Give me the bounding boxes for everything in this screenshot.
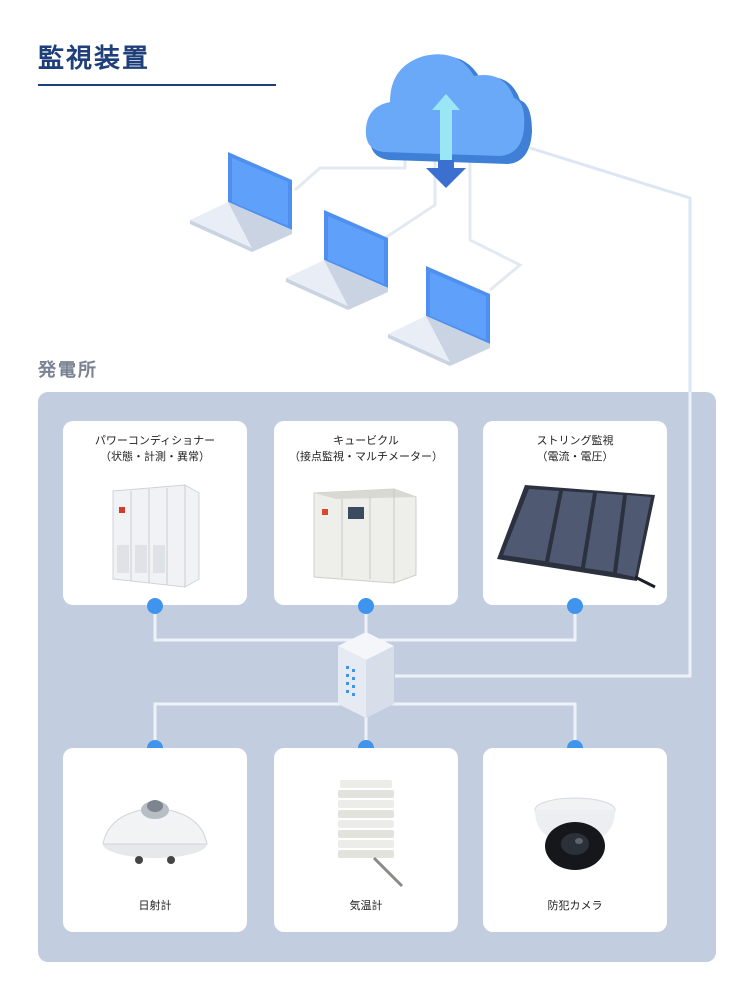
device-card-cubicle: キュービクル （接点監視・マルチメーター） <box>274 421 458 605</box>
device-sublabel: （電流・電圧） <box>536 450 614 463</box>
laptop-icon <box>190 152 292 252</box>
connector-dot <box>358 598 374 614</box>
device-sublabel: （状態・計測・異常） <box>100 450 210 463</box>
security-camera-icon <box>534 797 616 870</box>
device-label: パワーコンディショナー <box>94 434 216 447</box>
page-title: 監視装置 <box>38 44 151 74</box>
connector-dot <box>567 598 583 614</box>
title-underline <box>38 84 276 86</box>
device-card-power-conditioner: パワーコンディショナー （状態・計測・異常） <box>63 421 247 605</box>
device-card-thermometer: 気温計 <box>274 748 458 932</box>
thermometer-shelter-icon <box>338 780 404 888</box>
device-card-pyranometer: 日射計 <box>63 748 247 932</box>
device-sublabel: （接点監視・マルチメーター） <box>289 450 443 463</box>
server-icon <box>338 632 394 718</box>
cubicle-icon <box>313 488 417 584</box>
pyranometer-icon <box>102 800 208 864</box>
laptop-icon <box>388 266 490 366</box>
connector-dot <box>147 598 163 614</box>
cloud-icon <box>365 54 532 188</box>
device-card-security-camera: 防犯カメラ <box>483 748 667 932</box>
device-label: 日射計 <box>138 899 172 912</box>
device-label: 防犯カメラ <box>547 899 603 912</box>
power-conditioner-icon <box>112 484 200 588</box>
device-label: 気温計 <box>349 899 383 912</box>
device-card-string-monitor: ストリング監視 （電流・電圧） <box>483 421 667 605</box>
device-label: ストリング監視 <box>536 434 614 447</box>
plant-title: 発電所 <box>38 360 98 381</box>
device-label: キュービクル <box>333 434 399 447</box>
laptop-icon <box>286 210 388 310</box>
solar-panel-icon <box>497 485 656 589</box>
